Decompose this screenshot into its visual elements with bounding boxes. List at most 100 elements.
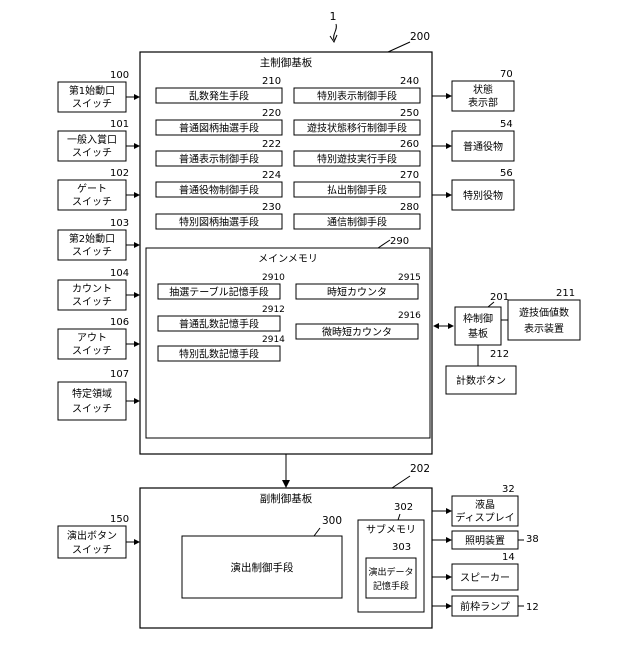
switch-100-line1: 第1始動口 [69,84,115,97]
output-56-ref: 56 [500,168,513,179]
input-switches: 第1始動口 スイッチ 100 一般入賞口 スイッチ 101 ゲート スイッチ 1… [58,70,129,420]
effect-button-arrowhead [134,539,140,545]
unit-ref-260: 260 [400,139,419,150]
switch-101-ref: 101 [110,119,129,130]
sub-board-title: 副制御基板 [260,492,313,505]
output-54-ref: 54 [500,119,513,130]
switch-107-ref: 107 [110,369,129,380]
unit-label-280: 通信制御手段 [327,216,387,229]
sub-output-14-line1: スピーカー [460,572,510,584]
unit-ref-270: 270 [400,170,419,181]
unit-ref-280: 280 [400,202,419,213]
input-arrows [126,94,140,404]
unit-label-230: 特別図柄抽選手段 [179,216,259,229]
figure-number: 1 [330,10,337,23]
mem-ref-2915: 2915 [398,273,421,283]
main-board-ref: 200 [410,31,430,43]
switch-106-ref: 106 [110,317,129,328]
mem-label-2914: 特別乱数記憶手段 [179,348,259,361]
switch-107-line1: 特定領域 [72,387,112,400]
unit-ref-224: 224 [262,170,281,181]
unit-label-222: 普通表示制御手段 [179,153,259,166]
switch-102-line2: スイッチ [72,196,112,208]
count-button-label: 計数ボタン [456,374,506,387]
output-arrows [432,93,452,198]
unit-label-224: 普通役物制御手段 [179,184,259,197]
unit-label-270: 払出制御手段 [327,184,387,197]
sub-output-38-line1: 照明装置 [465,534,505,547]
mem-ref-2912: 2912 [262,305,285,315]
effect-button-line1: 演出ボタン [67,529,117,542]
frame-board-line1: 枠制御 [463,312,493,325]
output-70-line2: 表示部 [468,96,498,109]
sub-output-32-line2: ディスプレイ [455,511,514,524]
main-board-leader [388,42,410,52]
mem-label-2910: 抽選テーブル記憶手段 [169,286,268,299]
sub-output-14-ref: 14 [502,552,515,563]
unit-label-240: 特別表示制御手段 [317,90,397,103]
effect-button-line2: スイッチ [72,544,112,556]
unit-label-250: 遊技状態移行制御手段 [307,122,407,135]
sub-board-ref: 202 [410,463,430,475]
output-70-line1: 状態 [473,83,493,96]
output-56-line1: 特別役物 [463,189,503,202]
switch-102-line1: ゲート [77,183,107,195]
main-sub-arrow [282,454,290,488]
main-frame-link [433,323,454,329]
unit-label-260: 特別遊技実行手段 [317,153,397,166]
unit-label-210: 乱数発生手段 [189,90,249,103]
game-value-display-line1: 遊技価値数 [519,306,569,319]
main-board-title: 主制御基板 [260,56,313,69]
effect-data-line2: 記憶手段 [373,580,409,592]
frame-board-line2: 基板 [468,327,488,340]
mem-ref-2914: 2914 [262,335,285,345]
count-button-ref: 212 [490,349,509,360]
sub-output-38-ref: 38 [526,534,539,545]
mem-label-2916: 微時短カウンタ [322,326,392,339]
effect-control-ref: 300 [322,515,342,527]
main-memory-title: メインメモリ [258,254,318,265]
output-70-ref: 70 [500,69,513,80]
frame-board-ref: 201 [490,292,509,303]
switch-103-line2: スイッチ [72,246,112,258]
switch-100-line2: スイッチ [72,98,112,110]
effect-data-line1: 演出データ [368,566,413,578]
mem-ref-2910: 2910 [262,273,285,283]
main-memory-ref: 290 [390,236,409,247]
switch-103-line1: 第2始動口 [69,232,115,245]
sub-output-arrows [432,508,452,609]
main-memory [146,248,430,438]
sub-memory-ref: 302 [394,502,413,513]
switch-103-ref: 103 [110,218,129,229]
switch-101-line1: 一般入賞口 [67,133,117,146]
unit-ref-220: 220 [262,108,281,119]
switch-101-line2: スイッチ [72,147,112,159]
switch-106-line2: スイッチ [72,345,112,357]
mem-ref-2916: 2916 [398,311,421,321]
unit-ref-210: 210 [262,76,281,87]
mem-label-2915: 時短カウンタ [327,286,387,299]
sub-outputs: 液晶 ディスプレイ 32 照明装置 38 スピーカー 14 前枠ランプ 12 [452,484,539,616]
effect-data-ref: 303 [392,542,411,553]
game-value-display-line2: 表示装置 [524,322,564,335]
output-54-line1: 普通役物 [463,140,503,153]
sub-output-12-ref: 12 [526,602,539,613]
sub-output-32-ref: 32 [502,484,515,495]
game-value-display-ref: 211 [556,288,575,299]
sub-output-32-line1: 液晶 [475,498,495,511]
switch-104-ref: 104 [110,268,129,279]
effect-control-label: 演出制御手段 [231,561,294,574]
unit-label-220: 普通図柄抽選手段 [179,122,259,135]
unit-ref-250: 250 [400,108,419,119]
switch-107-line2: スイッチ [72,403,112,415]
switch-106-line1: アウト [77,332,107,344]
output-devices: 状態 表示部 70 普通役物 54 特別役物 56 [452,69,514,210]
unit-ref-222: 222 [262,139,281,150]
switch-104-line2: スイッチ [72,296,112,308]
switch-104-line1: カウント [72,283,112,295]
sub-board-leader [392,476,410,488]
unit-ref-230: 230 [262,202,281,213]
effect-button-ref: 150 [110,514,129,525]
